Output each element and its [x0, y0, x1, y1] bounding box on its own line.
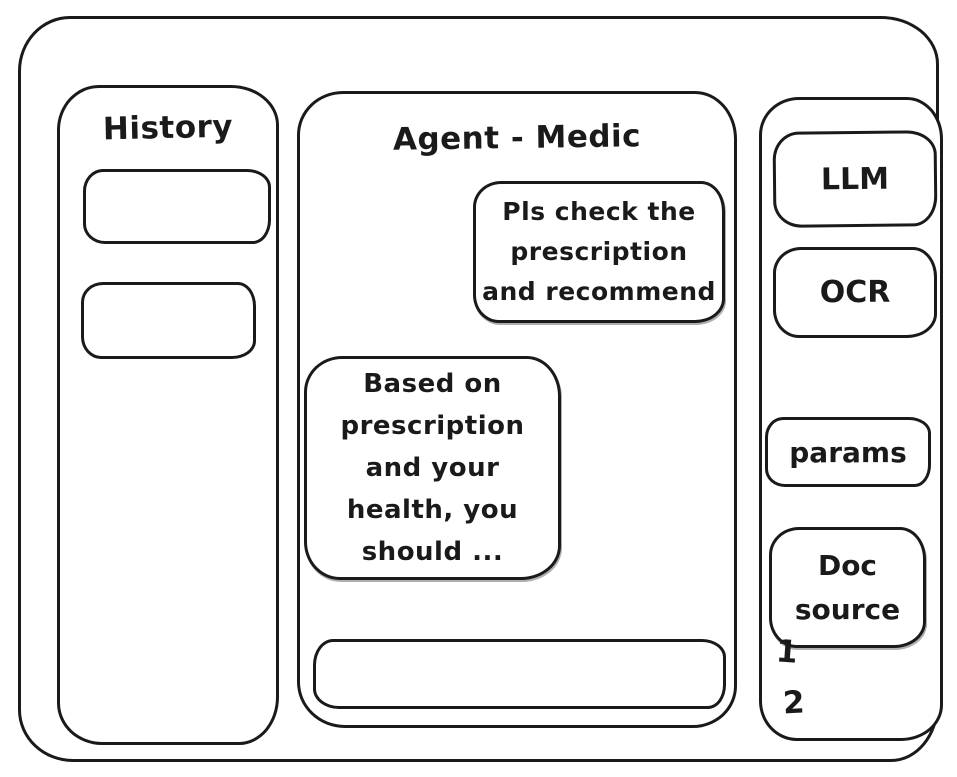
chat-title: Agent - Medic: [392, 118, 642, 158]
message-input[interactable]: [313, 639, 726, 709]
history-panel-title: History: [102, 108, 234, 148]
history-item[interactable]: [81, 282, 256, 359]
user-message-bubble: Pls check the prescription and recommend: [473, 181, 725, 323]
doc-source-item-1[interactable]: 1: [774, 633, 799, 671]
doc-source-button[interactable]: Doc source: [769, 527, 926, 648]
params-button[interactable]: params: [765, 417, 931, 487]
doc-source-item-2[interactable]: 2: [782, 684, 806, 722]
tools-panel: LLM OCR params Doc source 1 2: [759, 97, 943, 741]
chat-panel: Agent - Medic Pls check the prescription…: [297, 91, 737, 728]
ocr-button[interactable]: OCR: [773, 247, 937, 338]
history-panel: History: [57, 85, 279, 745]
history-item[interactable]: [83, 169, 271, 244]
llm-button[interactable]: LLM: [772, 130, 938, 228]
agent-message-bubble: Based on prescription and your health, y…: [304, 356, 561, 580]
app-frame: History Agent - Medic Pls check the pres…: [18, 16, 943, 762]
